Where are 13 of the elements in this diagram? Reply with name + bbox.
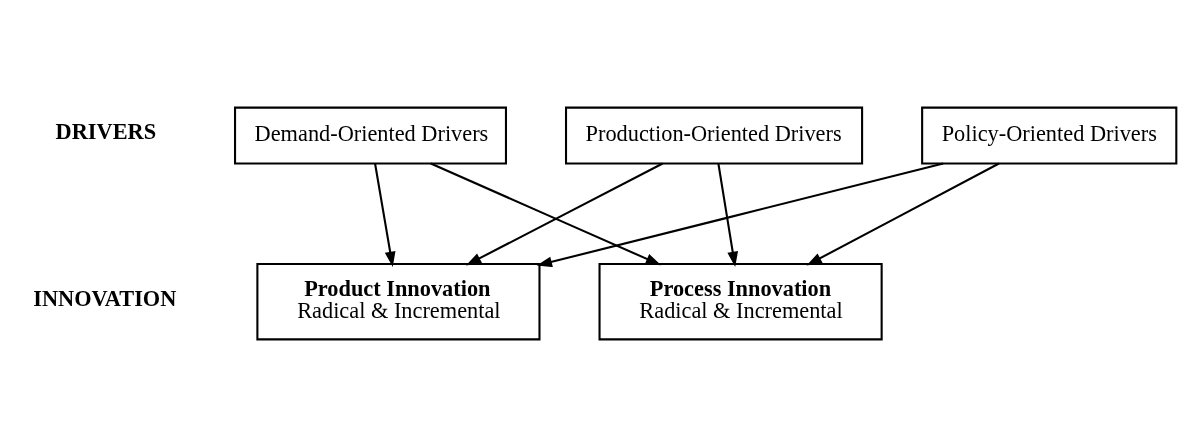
- arrow: [806, 162, 1000, 265]
- node-box: Production-Oriented Drivers: [564, 106, 864, 164]
- label: DRIVERS: [55, 118, 157, 144]
- node-box: Product Innovation Radical & Incremental: [256, 262, 541, 340]
- node-box: Process Innovation Radical & Incremental: [598, 262, 883, 340]
- arrow: [374, 162, 396, 267]
- arrow: [430, 162, 662, 265]
- arrow: [717, 162, 739, 267]
- arrow: [465, 162, 664, 265]
- arrow: [536, 162, 944, 267]
- label: INNOVATION: [33, 285, 177, 311]
- node-box: Demand-Oriented Drivers: [234, 106, 507, 164]
- node-box: Policy-Oriented Drivers: [921, 106, 1178, 164]
